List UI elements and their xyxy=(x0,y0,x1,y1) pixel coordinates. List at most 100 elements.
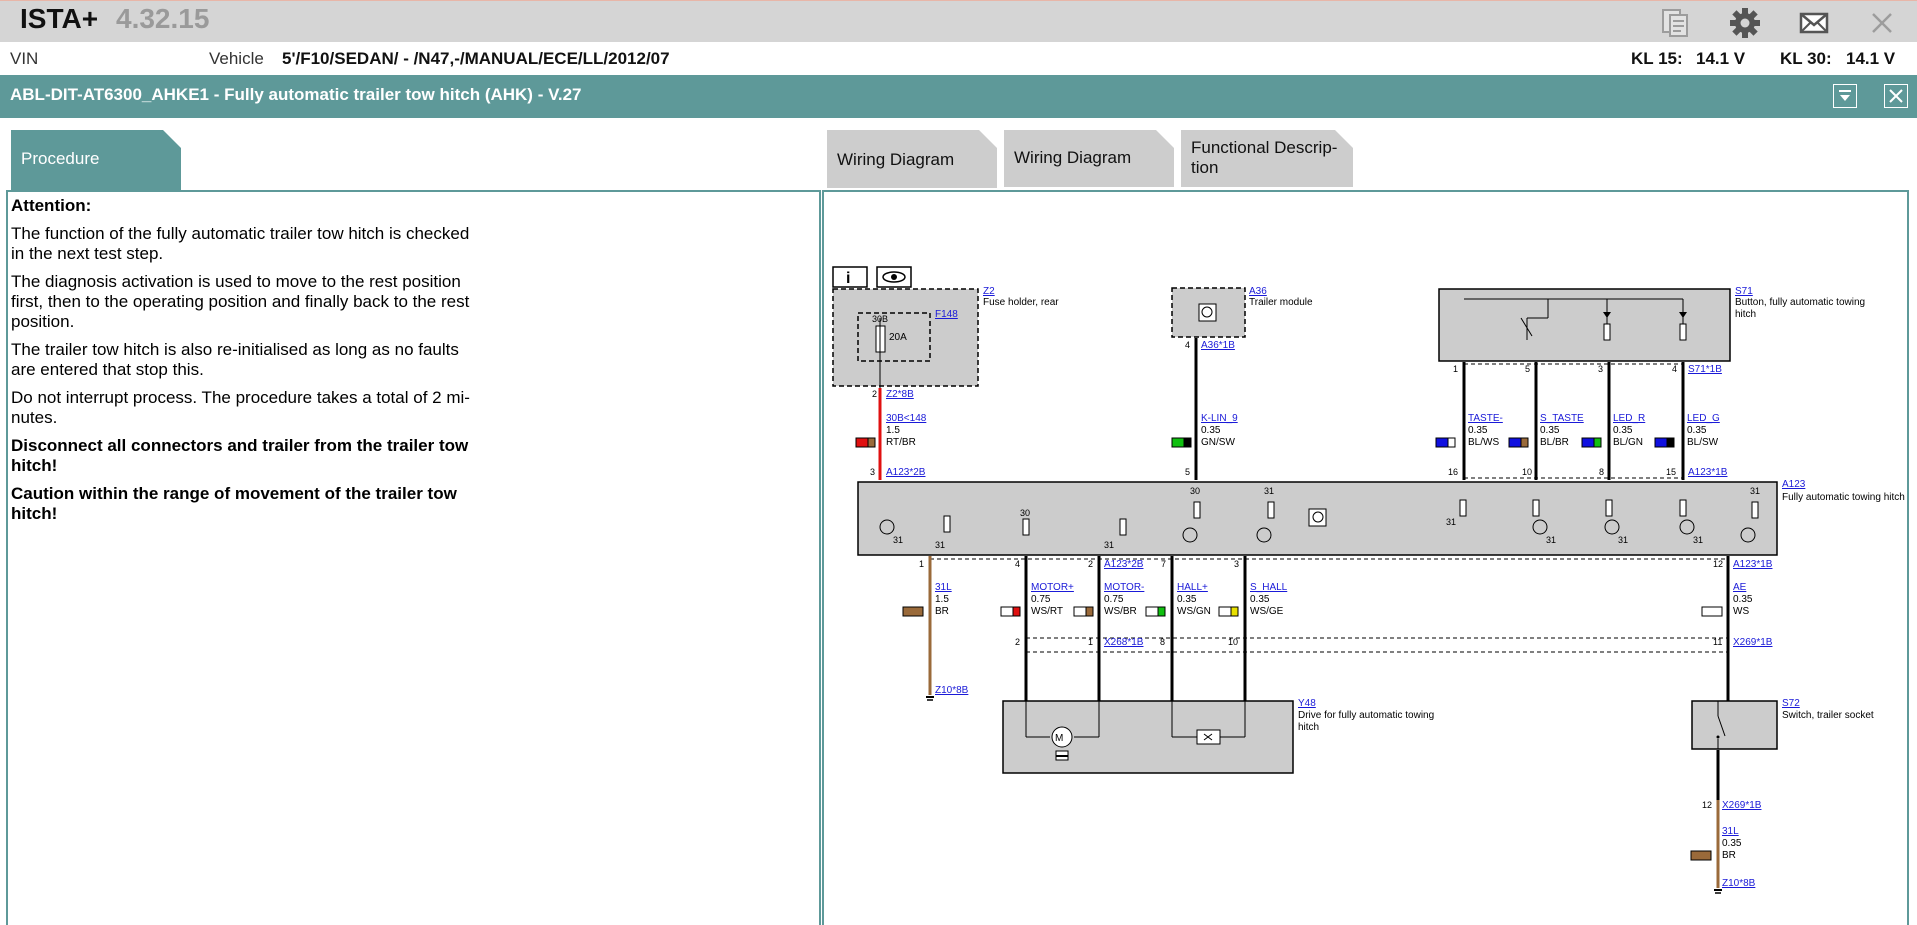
wire-31l-b-size: 0.35 xyxy=(1722,838,1742,849)
procedure-text: Attention: The function of the fully aut… xyxy=(11,196,491,532)
kl15-label: KL 15: xyxy=(1631,49,1683,68)
close-icon xyxy=(1872,13,1892,33)
pin-a123-10: 10 xyxy=(1522,467,1532,477)
pin-z2-2: 2 xyxy=(872,389,877,399)
vehicle-value: 5'/F10/SEDAN/ - /N47,-/MANUAL/ECE/LL/201… xyxy=(282,49,670,68)
wire-ae-name[interactable]: AE xyxy=(1733,582,1747,593)
mark-30-b: 30 xyxy=(1190,486,1200,496)
pin-a123-1: 1 xyxy=(919,559,924,569)
tab-functional-description-label: Functional Descrip-tion xyxy=(1191,138,1337,178)
wire-ledr-name[interactable]: LED_R xyxy=(1613,413,1645,424)
wire-taste-name[interactable]: TASTE- xyxy=(1468,413,1503,424)
vehicle-label: Vehicle xyxy=(209,49,264,68)
pin-a123-15: 15 xyxy=(1666,467,1676,477)
wire-ae-color: WS xyxy=(1733,606,1749,617)
z2-8b-link[interactable]: Z2*8B xyxy=(886,389,914,400)
pin-a123-5: 5 xyxy=(1185,467,1190,477)
wire-ledg-name[interactable]: LED_G xyxy=(1687,413,1720,424)
wire-shall-name[interactable]: S_HALL xyxy=(1250,582,1288,593)
x268-1b-link[interactable]: X268*1B xyxy=(1104,637,1144,648)
a36-link[interactable]: A36 xyxy=(1249,286,1267,297)
info-icon: i xyxy=(846,270,850,287)
tab-wiring-diagram-2[interactable]: Wiring Diagram xyxy=(1004,130,1174,187)
close-icon xyxy=(1889,89,1903,103)
wire-klin-size: 0.35 xyxy=(1201,425,1221,436)
app-name: ISTA+ xyxy=(20,3,99,34)
wire-motorm-size: 0.75 xyxy=(1104,594,1124,605)
close-module-button[interactable] xyxy=(1884,84,1908,108)
z10-8b-b-link[interactable]: Z10*8B xyxy=(1722,878,1756,889)
mark-31-f: 31 xyxy=(1546,535,1556,545)
wire-taste-color: BL/WS xyxy=(1468,437,1499,448)
mark-31-c: 31 xyxy=(1104,540,1114,550)
wire-31l-size: 1.5 xyxy=(935,594,949,605)
wire-31l-b-name[interactable]: 31L xyxy=(1722,826,1739,837)
y48-name-1: Drive for fully automatic towing xyxy=(1298,710,1434,721)
test-module-title: ABL-DIT-AT6300_AHKE1 - Fully automatic t… xyxy=(10,85,582,104)
tab-procedure[interactable]: Procedure xyxy=(11,130,181,190)
a123-1b-top-link[interactable]: A123*1B xyxy=(1688,467,1728,478)
pin-x268-1: 1 xyxy=(1088,637,1093,647)
a123-link[interactable]: A123 xyxy=(1782,479,1806,490)
wire-30b-name[interactable]: 30B<148 xyxy=(886,413,927,424)
fuse-30b-label: 30B xyxy=(872,314,888,324)
s71-1b-link[interactable]: S71*1B xyxy=(1688,364,1722,375)
a36-name: Trailer module xyxy=(1249,297,1313,308)
wire-motorm-name[interactable]: MOTOR- xyxy=(1104,582,1144,593)
tab-wiring-diagram-1[interactable]: Wiring Diagram xyxy=(827,130,997,188)
wire-staste-name[interactable]: S_TASTE xyxy=(1540,413,1584,424)
f148-link[interactable]: F148 xyxy=(935,309,958,320)
info-button[interactable]: i xyxy=(832,266,868,288)
wire-ledg-size: 0.35 xyxy=(1687,425,1707,436)
s71-name-1: Button, fully automatic towing xyxy=(1735,297,1865,308)
minimize-module-button[interactable] xyxy=(1833,84,1857,108)
wire-hallp-name[interactable]: HALL+ xyxy=(1177,582,1208,593)
pin-x268-2: 2 xyxy=(1015,637,1020,647)
z2-link[interactable]: Z2 xyxy=(983,286,995,297)
wire-staste-size: 0.35 xyxy=(1540,425,1560,436)
x269-1b-b-link[interactable]: X269*1B xyxy=(1722,800,1762,811)
kl30-value: 14.1 V xyxy=(1846,49,1896,68)
dropdown-icon xyxy=(1839,90,1851,101)
mail-button[interactable] xyxy=(1796,5,1832,41)
z10-8b-link[interactable]: Z10*8B xyxy=(935,685,969,696)
pin-s71-4: 4 xyxy=(1672,364,1677,374)
x269-1b-link[interactable]: X269*1B xyxy=(1733,637,1773,648)
wire-31l-name[interactable]: 31L xyxy=(935,582,952,593)
pin-a123-16: 16 xyxy=(1448,467,1458,477)
s72-link[interactable]: S72 xyxy=(1782,698,1800,709)
attention-heading: Attention: xyxy=(11,196,92,215)
tab-procedure-label: Procedure xyxy=(21,149,100,168)
y48-name-2: hitch xyxy=(1298,722,1319,733)
s71-link[interactable]: S71 xyxy=(1735,286,1753,297)
view-button[interactable] xyxy=(876,266,912,288)
wire-motorp-name[interactable]: MOTOR+ xyxy=(1031,582,1074,593)
close-app-button[interactable] xyxy=(1864,5,1900,41)
a123-2b-link[interactable]: A123*2B xyxy=(886,467,926,478)
wire-klin-name[interactable]: K-LIN_9 xyxy=(1201,413,1238,424)
a123-1b-bot-link[interactable]: A123*1B xyxy=(1733,559,1773,570)
settings-button[interactable] xyxy=(1727,5,1763,41)
pin-x269-11: 11 xyxy=(1713,637,1722,647)
wire-ledr-size: 0.35 xyxy=(1613,425,1633,436)
procedure-warning-1: Disconnect all connectors and trailer fr… xyxy=(11,436,469,475)
wire-klin-color: GN/SW xyxy=(1201,437,1235,448)
tab-functional-description[interactable]: Functional Descrip-tion xyxy=(1181,130,1353,187)
a123-name: Fully automatic towing hitch xyxy=(1782,492,1905,503)
pin-a123-12: 12 xyxy=(1713,559,1723,569)
procedure-paragraph-3: The trailer tow hitch is also re-initial… xyxy=(11,340,459,379)
a36-1b-link[interactable]: A36*1B xyxy=(1201,340,1235,351)
tab-functional-line1: Functional Descrip- xyxy=(1191,138,1338,157)
procedure-warning-2: Caution within the range of movement of … xyxy=(11,484,457,523)
pin-a123-3b: 3 xyxy=(1234,559,1239,569)
a123-2b-b-link[interactable]: A123*2B xyxy=(1104,559,1144,570)
wire-hallp-color: WS/GN xyxy=(1177,606,1211,617)
mark-31-g: 31 xyxy=(1618,535,1628,545)
y48-link[interactable]: Y48 xyxy=(1298,698,1316,709)
copy-button[interactable] xyxy=(1657,5,1693,41)
vin-label: VIN xyxy=(10,49,39,68)
pin-a123-7: 7 xyxy=(1161,559,1166,569)
mark-31-d: 31 xyxy=(1264,486,1274,496)
s71-name-2: hitch xyxy=(1735,309,1756,320)
